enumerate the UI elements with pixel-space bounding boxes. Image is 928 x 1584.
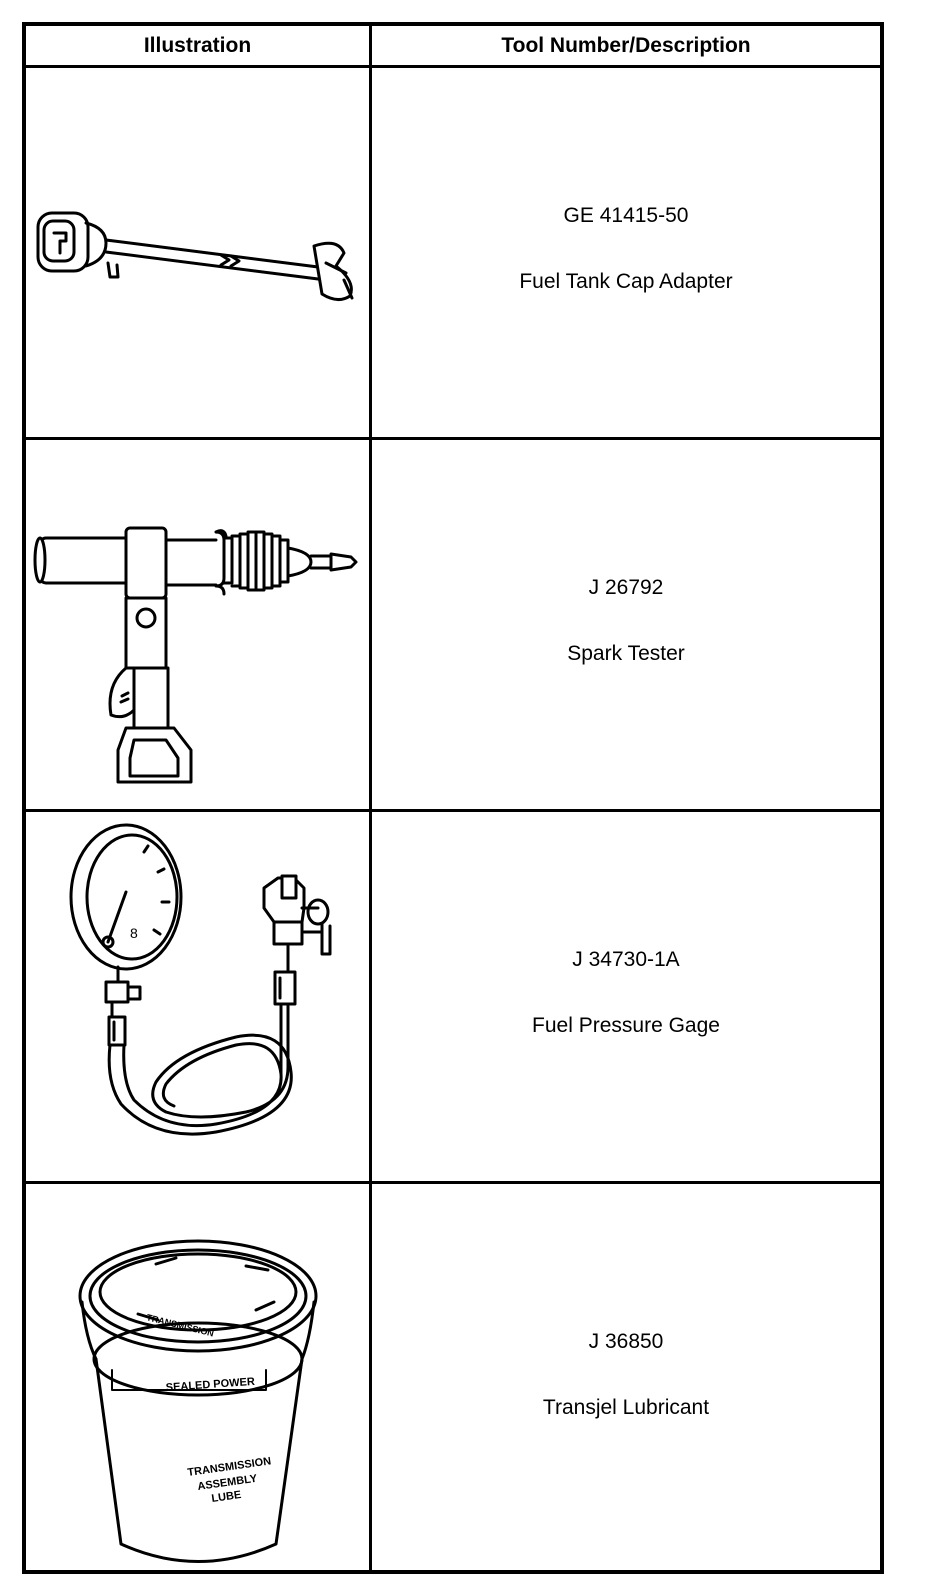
illustration-cell [26,440,369,809]
table-row: 8 J 34730-1A Fuel [26,812,880,1181]
tool-name: Fuel Pressure Gage [532,1014,720,1037]
header-divider [26,65,880,68]
description-cell: J 36850 Transjel Lubricant [372,1184,880,1570]
tool-name: Spark Tester [567,642,685,665]
tool-number: GE 41415-50 [563,204,689,227]
tub-label-line: LUBE [211,1489,242,1505]
tool-name: Transjel Lubricant [542,1396,710,1419]
illustration-cell: TRANSMISSION SEALED POWER TRANSMISSION A… [26,1184,369,1570]
column-divider [369,26,372,1570]
row-divider [26,809,880,812]
gauge-scale-mark: 8 [130,925,138,941]
fuel-tank-cap-adapter-icon [36,211,354,301]
row-divider [26,437,880,440]
fuel-pressure-gage-icon: 8 [69,823,332,1136]
illustration-cell: 8 [26,812,369,1181]
tool-number: J 34730-1A [572,948,680,971]
description-cell: J 26792 Spark Tester [372,440,880,809]
spark-tester-icon [33,526,358,784]
tool-number: J 26792 [588,576,664,599]
special-tools-table: Illustration Tool Number/Description GE … [22,22,884,1574]
description-cell: GE 41415-50 Fuel Tank Cap Adapter [372,68,880,437]
transjel-lubricant-tub-icon: TRANSMISSION SEALED POWER TRANSMISSION A… [78,1239,318,1563]
tub-label-line: TRANSMISSION [187,1455,272,1479]
header-illustration: Illustration [143,33,252,57]
header-tool-number-description: Tool Number/Description [501,33,751,57]
tool-name: Fuel Tank Cap Adapter [519,270,733,293]
description-cell: J 34730-1A Fuel Pressure Gage [372,812,880,1181]
row-divider [26,1181,880,1184]
table-row: GE 41415-50 Fuel Tank Cap Adapter [26,68,880,437]
illustration-cell [26,68,369,437]
table-row: J 26792 Spark Tester [26,440,880,809]
table-row: TRANSMISSION SEALED POWER TRANSMISSION A… [26,1184,880,1570]
tool-number: J 36850 [588,1330,664,1353]
